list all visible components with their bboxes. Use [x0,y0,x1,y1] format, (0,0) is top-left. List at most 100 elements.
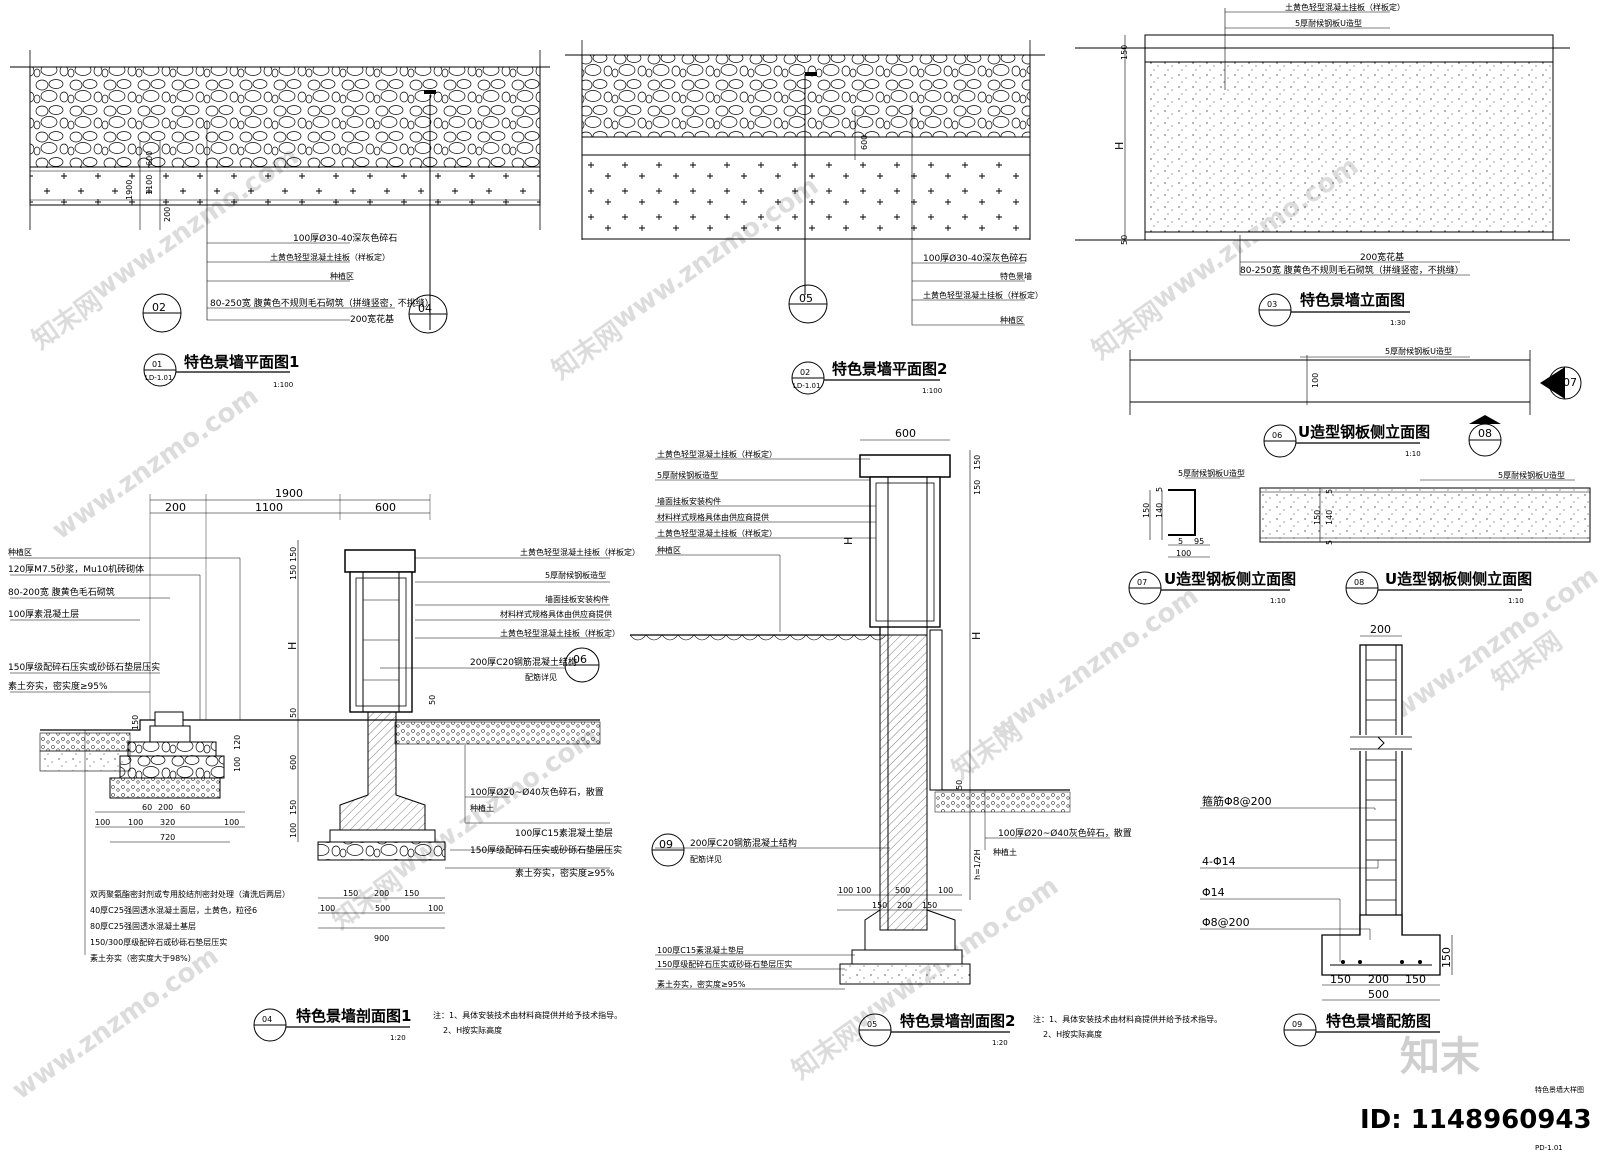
dim-text: 600 [145,151,154,166]
note-text: 100厚C15素混凝土垫层 [515,827,613,839]
note-text: 100厚素混凝土层 [8,608,79,620]
callout-number: 07 [1563,376,1577,389]
dim-text: 500 [895,886,910,895]
dim-text: 200 [897,901,912,910]
dim-text: 100 [320,904,335,913]
note-text: 100厚Ø30-40深灰色碎石 [293,232,397,244]
watermark-text: 知末网 [1087,296,1168,365]
view-title: U造型钢板侧立面图 [1164,570,1296,588]
dim-text: 600 [895,427,916,440]
view-scale: 1:100 [273,381,293,389]
dim-text: 150 [973,455,982,470]
dim-text: 100 [856,886,871,895]
view-01-plan: 1900 1100 600 200 100厚Ø30-40深灰色碎石 土黄色轻型混… [10,50,550,389]
watermark-text: www.znzmo.com [987,581,1204,746]
view-09-reinforcement: 200 150 200 150 500 150 箍筋Φ8@200 [1200,623,1453,1047]
note-text: 土黄色轻型混凝土挂板（样板定） [520,547,640,557]
dim-text: 150 [404,889,419,898]
dim-text: 150 [922,901,937,910]
dim-text: 600 [860,135,869,150]
note-text: 素土夯实，密实度≥95% [8,680,108,692]
dim-text: 100 [233,757,242,772]
note-text: 150厚级配碎石压实或砂砾石垫层压实 [8,661,160,673]
view-number: 08 [1354,578,1364,587]
dim-text: 200 [1370,623,1391,636]
view-number: 03 [1267,300,1277,309]
dim-text: 150 [1142,503,1151,518]
note-text: 100厚Ø20~Ø40灰色碎石，散置 [470,786,604,798]
dim-text: 150 [343,889,358,898]
dim-text: 1100 [145,175,154,195]
view-02-plan: 600 100厚Ø30-40深灰色碎石 特色景墙 土黄色轻型混凝土挂板（样板定）… [565,40,1045,395]
dim-text: 320 [160,818,175,827]
view-08-steel-side: 150 5 140 5 5厚耐候钢板U造型 08 U造型钢板侧侧立面图 1:10 [1259,470,1591,605]
view-number: 05 [867,1020,877,1029]
watermark-text: www.znzmo.com [7,941,224,1106]
dim-text: 100 [289,823,298,838]
footnote: 2、H按实际高度 [443,1025,502,1035]
note-text: 5厚耐候钢板造型 [657,470,718,480]
dim-text: 720 [160,833,175,842]
footnote: 注：1、具体安装技术由材料商提供并给予技术指导。 [433,1010,622,1020]
watermark-text: 知末网 [27,286,108,355]
dim-text: 50 [1120,235,1129,245]
note-text: 150厚级配碎石压实或砂砾石垫层压实 [470,844,622,856]
dim-text: 140 [1155,503,1164,518]
dim-text: 100 [938,886,953,895]
view-03-elevation: 150 H 50 土黄色轻型混凝土挂板（样板定） 5厚耐候钢板U造型 200宽花… [1075,2,1570,327]
view-title: 特色景墙配筋图 [1326,1012,1431,1030]
callout-number: 06 [573,653,587,666]
note-text: 80厚C25强固透水混凝土基层 [90,921,196,931]
view-06-steel-elevation: 100 5厚耐候钢板U造型 07 08 06 U造型钢板侧立面图 1:10 [1129,346,1582,458]
dim-text: 600 [375,501,396,514]
dim-text: 5 [1178,537,1183,546]
note-text: 100厚Ø20~Ø40灰色碎石，散置 [998,827,1132,839]
watermark-text: 知末网 [947,716,1028,785]
note-text: 40厚C25强固透水混凝土面层，土黄色，粒径6 [90,905,257,915]
note-text: 200厚C20钢筋混凝土结构 [690,837,797,849]
note-text: 土黄色轻型混凝土挂板（样板定） [657,528,777,538]
view-number: 04 [262,1015,272,1024]
dim-text: 150 [289,800,298,815]
watermark-text: 知末网 [327,866,408,935]
view-number: 06 [1272,431,1282,440]
dim-text: 50 [428,695,437,705]
note-text: 80-250宽 腹黄色不规则毛石砌筑（拼缝竖密，不挑缝） [210,297,434,309]
view-title: 特色景墙剖面图2 [900,1012,1015,1030]
view-07-u-section: 150 140 5 5 95 100 5厚耐候钢板U造型 07 U造型钢板侧立面… [1128,468,1296,605]
stone-wall-hatch [29,66,541,168]
dim-text: 100 [428,904,443,913]
dim-text: 100 [95,818,110,827]
note-text: 种植区 [1000,315,1024,325]
note-text: 素土夯实（密实度大于98%） [90,953,196,963]
note-text: 200厚C20钢筋混凝土结构 [470,656,577,668]
note-text: 150厚级配碎石压实或砂砾石垫层压实 [657,959,792,969]
dim-text: 150 [1120,45,1129,60]
dim-text: 200 [163,207,172,222]
note-text: 配筋详见 [525,672,557,682]
dim-text: 150 [973,480,982,495]
view-title: 特色景墙平面图2 [832,360,947,378]
note-text: 种植土 [470,803,494,813]
dim-text: 1900 [125,180,134,200]
view-05-section: 600 150 150 H H 50 h=1/2H 100 100 500 10… [629,427,1222,1047]
sheet-number: PD-1.01 [1535,1144,1563,1152]
note-text: 素土夯实，密实度≥95% [515,867,615,879]
dim-text: 5 [1325,489,1334,494]
dim-text: 900 [374,934,389,943]
dim-text: 200 [165,501,186,514]
note-text: 特色景墙 [1000,271,1032,281]
footnote: 2、H按实际高度 [1043,1029,1102,1039]
view-title: U造型钢板侧立面图 [1298,423,1430,441]
note-text: 箍筋Φ8@200 [1202,794,1272,808]
note-text: 150/300厚级配碎石或砂砾石垫层压实 [90,937,227,947]
stirrups [1366,659,1396,901]
watermark-text: www.znzmo.com [47,381,264,546]
note-text: 种植土 [993,847,1017,857]
footer: 知末 特色景墙大样图 ID: 1148960943 PD-1.01 [1360,1034,1592,1152]
note-text: 100厚Ø30-40深灰色碎石 [923,252,1027,264]
view-04-section: 1900 200 1100 600 150 150 H 50 600 150 [8,487,640,1042]
watermark-text: 知末网 [787,1016,868,1085]
logo-watermark: 知末 [1400,1034,1480,1080]
dim-text: H [842,537,855,545]
